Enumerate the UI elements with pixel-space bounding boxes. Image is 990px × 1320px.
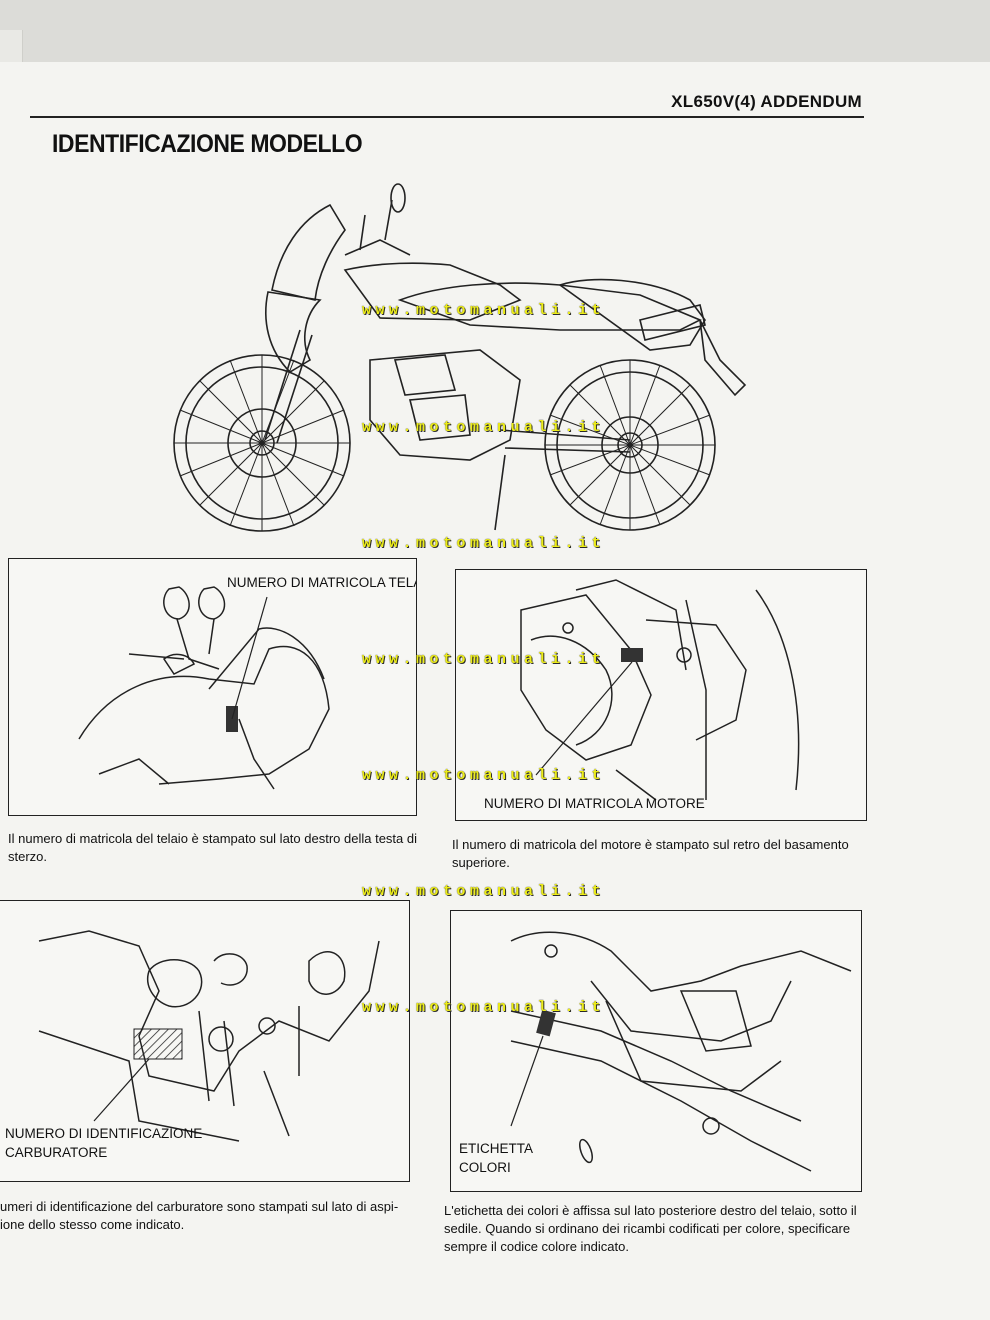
carburetor-id-label-line2: CARBURATORE xyxy=(5,1145,108,1160)
carburetor-id-label-line1: NUMERO DI IDENTIFICAZIONE xyxy=(5,1126,203,1141)
carburetor-id-caption: umeri di identificazione del carburatore… xyxy=(0,1199,399,1232)
engine-number-label: NUMERO DI MATRICOLA MOTORE xyxy=(484,796,705,811)
color-label-label-line1: ETICHETTA xyxy=(459,1141,533,1156)
color-label-figure: ETICHETTA COLORI xyxy=(450,910,862,1192)
engine-crankcase-illustration xyxy=(520,579,800,801)
engine-number-caption: Il numero di matricola del motore è stam… xyxy=(452,837,849,870)
section-title: IDENTIFICAZIONE MODELLO xyxy=(52,130,363,158)
watermark: www.motomanuali.it xyxy=(362,535,606,552)
page-header-title: XL650V(4) ADDENDUM xyxy=(671,92,862,111)
watermark: www.motomanuali.it xyxy=(362,767,606,784)
watermark: www.motomanuali.it xyxy=(362,419,606,436)
color-label-caption: L'etichetta dei colori è affissa sul lat… xyxy=(444,1203,857,1254)
watermark: www.motomanuali.it xyxy=(362,302,606,319)
frame-number-label: NUMERO DI MATRICOLA TELAIO xyxy=(227,575,417,590)
header-rule xyxy=(30,116,864,118)
watermark: www.motomanuali.it xyxy=(362,883,606,900)
frame-rear-illustration xyxy=(510,931,852,1172)
frame-number-caption: Il numero di matricola del telaio è stam… xyxy=(8,831,417,864)
carburetor-id-figure: NUMERO DI IDENTIFICAZIONE CARBURATORE xyxy=(0,900,410,1182)
steering-head-illustration xyxy=(78,586,330,790)
watermark: www.motomanuali.it xyxy=(362,651,606,668)
carburetor-illustration xyxy=(38,930,380,1142)
frame-number-figure: NUMERO DI MATRICOLA TELAIO xyxy=(8,558,417,816)
engine-number-figure: NUMERO DI MATRICOLA MOTORE xyxy=(455,569,867,821)
color-label-label-line2: COLORI xyxy=(459,1160,511,1175)
watermark: www.motomanuali.it xyxy=(362,999,606,1016)
